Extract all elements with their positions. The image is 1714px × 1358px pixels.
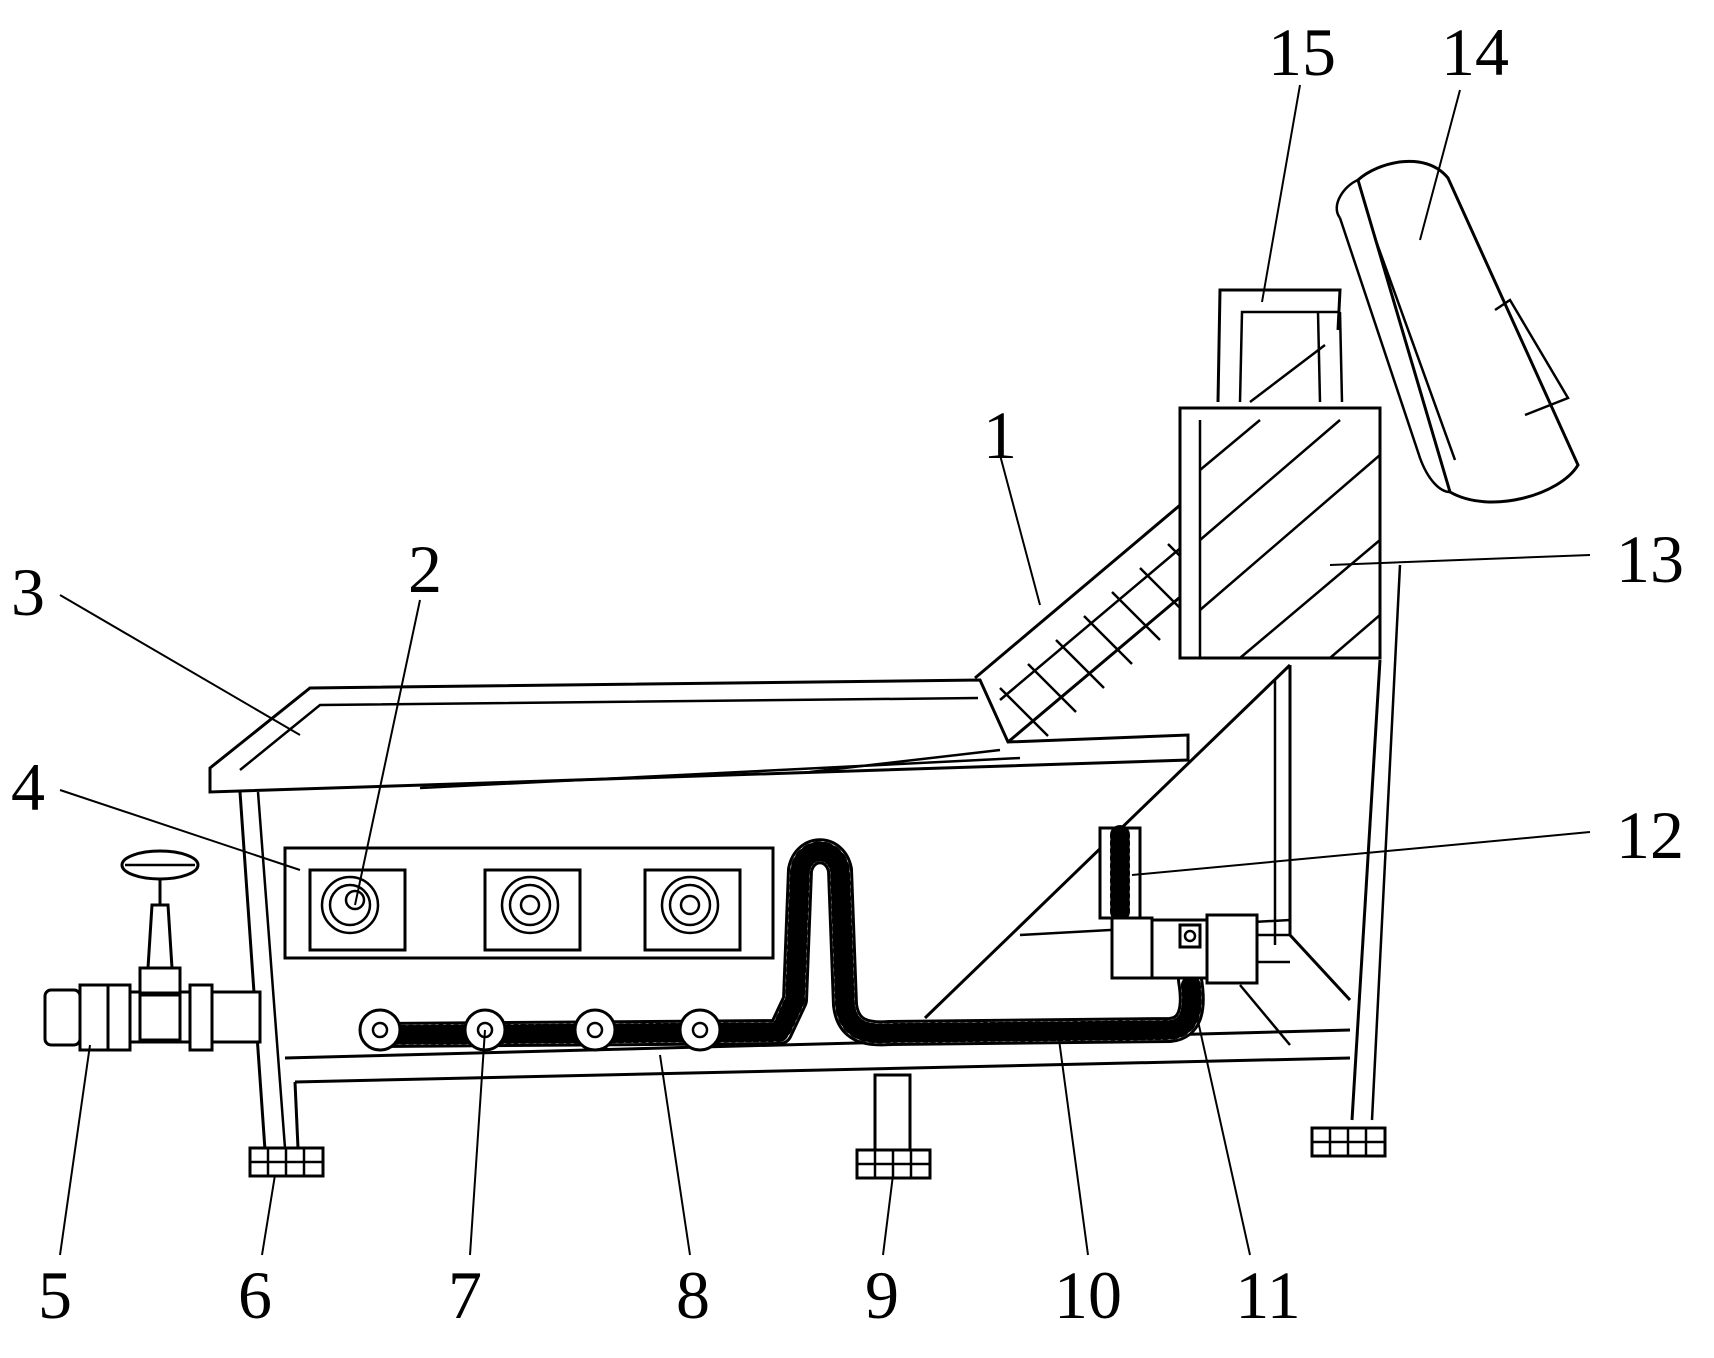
- foot-pad-middle: [855, 1148, 932, 1180]
- callout-7: 7: [448, 1257, 482, 1333]
- left-leg: [293, 1081, 300, 1149]
- nozzle: [573, 1008, 617, 1052]
- callout-1: 1: [983, 397, 1017, 473]
- tank-rim: [208, 678, 1190, 794]
- drain-valve: [43, 849, 262, 1052]
- callout-4: 4: [11, 749, 45, 825]
- top-support-frame: [1216, 288, 1344, 403]
- callout-6: 6: [238, 1257, 272, 1333]
- foot-pad-left: [248, 1146, 325, 1178]
- pump-motor: [1110, 913, 1290, 985]
- callout-8: 8: [676, 1257, 710, 1333]
- callout-3: 3: [11, 554, 45, 630]
- callout-5: 5: [38, 1257, 72, 1333]
- dial-1: [308, 868, 407, 952]
- callout-2: 2: [408, 531, 442, 607]
- callout-13: 13: [1616, 521, 1684, 597]
- drive-box: [1178, 406, 1382, 660]
- filter-column: [1098, 825, 1142, 922]
- callout-9: 9: [865, 1257, 899, 1333]
- callout-10: 10: [1054, 1257, 1122, 1333]
- leader-lines: [59, 84, 1591, 1256]
- callouts: 1 2 3 4 5 6 7 8 9 10 11 12 13 14 15: [11, 14, 1684, 1333]
- spray-pipe: [367, 838, 1205, 1048]
- dial-3: [643, 868, 742, 952]
- foot-pad-right: [1310, 1126, 1387, 1158]
- callout-15: 15: [1268, 14, 1336, 90]
- nozzle: [678, 1008, 722, 1052]
- control-panel: [283, 846, 775, 960]
- middle-leg: [873, 1073, 912, 1152]
- nozzle: [358, 1008, 402, 1052]
- callout-11: 11: [1235, 1257, 1300, 1333]
- callout-14: 14: [1441, 14, 1509, 90]
- dial-2: [483, 868, 582, 952]
- callout-12: 12: [1616, 797, 1684, 873]
- inclined-conveyor: [974, 488, 1199, 744]
- feed-hopper: [1335, 159, 1580, 504]
